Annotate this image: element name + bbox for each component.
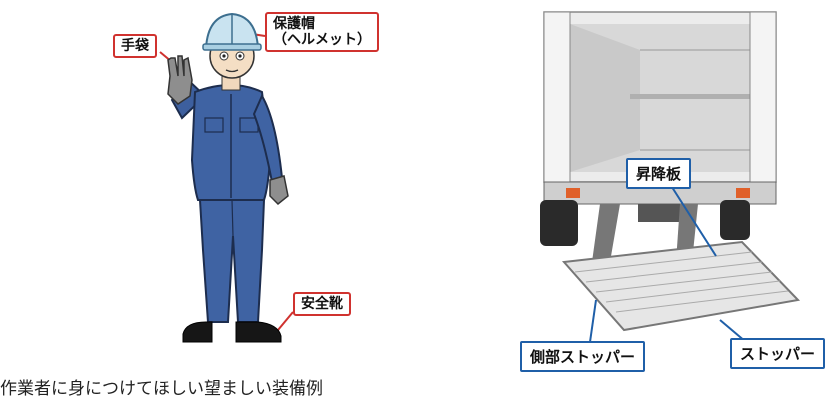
truck-lift-photo-panel: 昇降板 側部ストッパー ストッパー <box>520 0 832 397</box>
helmet-label-line1: 保護帽 <box>273 16 315 32</box>
helmet-label: 保護帽 （ヘルメット） <box>265 12 379 53</box>
side-stopper-pointer <box>589 299 597 343</box>
glove-icon <box>167 55 193 105</box>
lift-plate <box>561 240 801 332</box>
lift-plate-label: 昇降板 <box>626 158 692 189</box>
shoes-leader-line <box>277 311 294 331</box>
pants <box>198 199 266 323</box>
side-stopper-label: 側部ストッパー <box>520 341 646 372</box>
gloves-label: 手袋 <box>113 34 157 59</box>
helmet-label-line2: （ヘルメット） <box>273 32 371 49</box>
helmet-icon <box>202 12 262 51</box>
worker-illustration <box>159 12 294 343</box>
lower-glove-icon <box>269 175 289 206</box>
worker-illustration-panel: 手袋 保護帽 （ヘルメット） 安全靴 <box>0 0 420 370</box>
safety-shoes-icon <box>182 321 282 343</box>
figure-caption: 作業者に身につけてほしい望ましい装備例 <box>0 379 323 399</box>
safety-shoes-label: 安全靴 <box>293 292 351 317</box>
truck-lift-illustration <box>530 0 832 397</box>
raised-arm <box>170 78 207 120</box>
stopper-label: ストッパー <box>730 338 826 369</box>
lift-plate-pointer <box>669 183 717 257</box>
